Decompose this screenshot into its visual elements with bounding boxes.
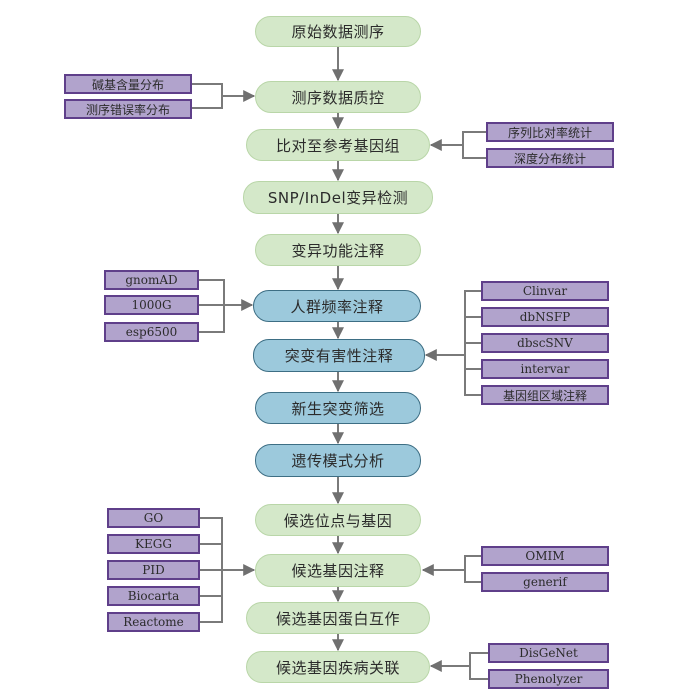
qc-bracket — [192, 83, 223, 109]
side-gnomad: gnomAD — [104, 270, 199, 290]
side-pid: PID — [107, 560, 200, 580]
step-disease-association: 候选基因疾病关联 — [246, 651, 430, 683]
side-go: GO — [107, 508, 200, 528]
step-reference-alignment: 比对至参考基因组 — [246, 129, 430, 161]
side-1000g: 1000G — [104, 295, 199, 315]
disease-bracket — [469, 652, 488, 680]
side-dbnsfp: dbNSFP — [481, 307, 609, 327]
alignment-bracket — [462, 131, 486, 159]
side-error-rate: 测序错误率分布 — [64, 99, 192, 119]
step-pathogenicity-annotation: 突变有害性注释 — [253, 339, 425, 372]
pathway-bracket — [200, 517, 223, 623]
side-genomic-region: 基因组区域注释 — [481, 385, 609, 405]
side-reactome: Reactome — [107, 612, 200, 632]
side-generif: generif — [481, 572, 609, 592]
side-biocarta: Biocarta — [107, 586, 200, 606]
side-intervar: intervar — [481, 359, 609, 379]
gene-bracket — [464, 555, 481, 583]
step-inheritance-analysis: 遗传模式分析 — [255, 444, 421, 477]
step-protein-interaction: 候选基因蛋白互作 — [246, 602, 430, 634]
step-variant-calling: SNP/InDel变异检测 — [243, 181, 433, 214]
side-esp6500: esp6500 — [104, 322, 199, 342]
side-clinvar: Clinvar — [481, 281, 609, 301]
step-raw-sequencing: 原始数据测序 — [255, 16, 421, 47]
side-dbscsnv: dbscSNV — [481, 333, 609, 353]
population-bracket — [199, 279, 225, 333]
side-omim: OMIM — [481, 546, 609, 566]
side-phenolyzer: Phenolyzer — [488, 669, 609, 689]
side-alignment-rate: 序列比对率统计 — [486, 122, 614, 142]
side-base-content: 碱基含量分布 — [64, 74, 192, 94]
side-depth-distribution: 深度分布统计 — [486, 148, 614, 168]
step-candidate-gene-annotation: 候选基因注释 — [255, 554, 421, 587]
step-quality-control: 测序数据质控 — [255, 81, 421, 113]
side-disgenet: DisGeNet — [488, 643, 609, 663]
side-kegg: KEGG — [107, 534, 200, 554]
step-candidate-sites-genes: 候选位点与基因 — [255, 504, 421, 536]
step-functional-annotation: 变异功能注释 — [255, 234, 421, 266]
pathogenicity-bracket — [464, 290, 481, 396]
step-de-novo-screening: 新生突变筛选 — [255, 392, 421, 424]
step-population-frequency: 人群频率注释 — [253, 290, 421, 322]
